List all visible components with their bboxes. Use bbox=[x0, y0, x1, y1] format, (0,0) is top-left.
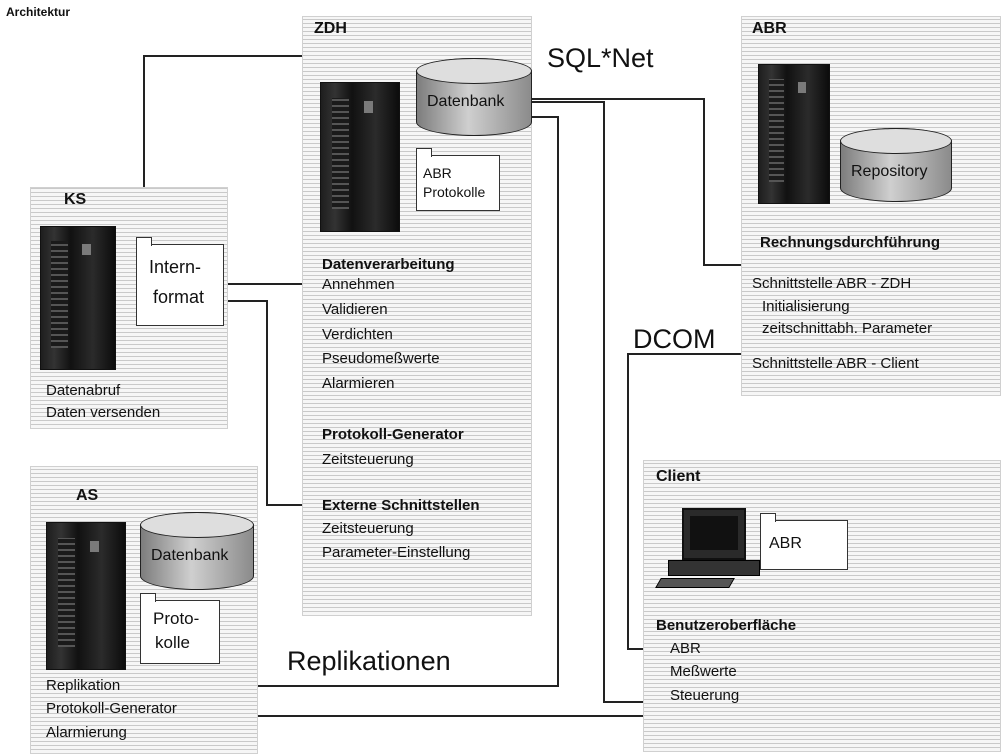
connector-ks-zdh-top-h bbox=[143, 55, 460, 57]
ks-item-1: Datenabruf bbox=[46, 382, 121, 399]
as-box-line1: Proto- bbox=[153, 609, 200, 628]
abr-section-title: Rechnungsdurchführung bbox=[760, 234, 940, 251]
abr-item-3: zeitschnittabh. Parameter bbox=[762, 320, 933, 337]
client-computer-icon bbox=[655, 508, 768, 592]
connector-ks-intern-h3 bbox=[266, 504, 302, 506]
as-item-1: Replikation bbox=[46, 677, 121, 694]
as-database-label: Datenbank bbox=[151, 547, 229, 564]
zdh-database-label: Datenbank bbox=[427, 93, 505, 110]
zdh-section-1-item-1: Annehmen bbox=[322, 276, 395, 293]
connector-ks-intern-h2 bbox=[222, 300, 268, 302]
connector-zdh-client-v bbox=[603, 101, 605, 703]
ks-item-2: Daten versenden bbox=[46, 404, 161, 421]
connector-zdh-client-h2 bbox=[603, 701, 643, 703]
connector-dcom-h2 bbox=[627, 648, 643, 650]
client-item-2: Meßwerte bbox=[670, 663, 737, 680]
zdh-database-icon: Datenbank bbox=[416, 58, 532, 136]
connector-dcom-v bbox=[627, 353, 629, 650]
connector-ks-intern-v bbox=[266, 300, 268, 505]
ks-box-line2: format bbox=[153, 287, 205, 307]
as-database-icon: Datenbank bbox=[140, 512, 254, 590]
ks-internformat-box: Intern- format bbox=[136, 237, 224, 326]
connector-zdh-as-v bbox=[557, 116, 559, 687]
connector-zdh-client-h1 bbox=[532, 101, 605, 103]
dcom-label: DCOM bbox=[633, 324, 716, 354]
client-abr-box: ABR bbox=[760, 513, 848, 570]
zdh-title: ZDH bbox=[314, 20, 347, 37]
client-item-3: Steuerung bbox=[670, 687, 740, 704]
as-item-2: Protokoll-Generator bbox=[46, 700, 177, 717]
abr-title: ABR bbox=[752, 20, 787, 37]
connector-ks-intern-h1 bbox=[222, 283, 302, 285]
sqlnet-label: SQL*Net bbox=[547, 43, 654, 73]
zdh-section-3-item-2: Parameter-Einstellung bbox=[322, 544, 471, 561]
ks-title: KS bbox=[64, 191, 87, 208]
zdh-section-2-item-1: Zeitsteuerung bbox=[322, 451, 414, 468]
connector-dcom-h1 bbox=[627, 353, 741, 355]
zdh-section-1-title: Datenverarbeitung bbox=[322, 256, 455, 273]
zdh-section-1-item-3: Verdichten bbox=[322, 326, 393, 343]
connector-zdh-abr-h1 bbox=[532, 98, 704, 100]
connector-zdh-abr-v bbox=[703, 98, 705, 266]
client-panel bbox=[643, 460, 1001, 752]
abr-item-4: Schnittstelle ABR - Client bbox=[752, 355, 919, 372]
as-title: AS bbox=[76, 487, 99, 504]
zdh-server-icon bbox=[320, 82, 400, 232]
as-item-3: Alarmierung bbox=[46, 724, 127, 741]
abr-server-icon bbox=[758, 64, 830, 204]
as-server-icon bbox=[46, 522, 126, 670]
zdh-box-line1: ABR bbox=[423, 165, 452, 181]
abr-item-2: Initialisierung bbox=[762, 298, 850, 315]
connector-zdh-as-h1 bbox=[532, 116, 559, 118]
ks-box-line1: Intern- bbox=[149, 257, 202, 277]
zdh-section-3-item-1: Zeitsteuerung bbox=[322, 520, 414, 537]
replikationen-label: Replikationen bbox=[287, 646, 451, 676]
zdh-section-3-title: Externe Schnittstellen bbox=[322, 497, 480, 514]
abr-repository-label: Repository bbox=[851, 163, 928, 180]
page-heading: Architektur bbox=[6, 5, 71, 19]
client-box-label: ABR bbox=[769, 535, 802, 552]
client-title: Client bbox=[656, 468, 701, 485]
client-item-1: ABR bbox=[670, 640, 701, 657]
abr-item-1: Schnittstelle ABR - ZDH bbox=[752, 275, 912, 292]
zdh-section-1-item-4: Pseudomeßwerte bbox=[322, 350, 440, 367]
abr-repository-icon: Repository bbox=[840, 128, 952, 202]
client-section-title: Benutzeroberfläche bbox=[656, 617, 797, 634]
as-box-line2: kolle bbox=[155, 633, 190, 652]
as-protokolle-box: Proto- kolle bbox=[140, 593, 220, 664]
zdh-section-2-title: Protokoll-Generator bbox=[322, 426, 464, 443]
zdh-section-1-item-5: Alarmieren bbox=[322, 375, 395, 392]
connector-as-client-h bbox=[258, 715, 643, 717]
ks-server-icon bbox=[40, 226, 116, 370]
connector-zdh-abr-h2 bbox=[703, 264, 741, 266]
connector-ks-zdh-top-v bbox=[143, 55, 145, 187]
zdh-section-1-item-2: Validieren bbox=[322, 301, 388, 318]
zdh-protokolle-box: ABR Protokolle bbox=[416, 148, 500, 211]
zdh-box-line2: Protokolle bbox=[423, 184, 486, 200]
connector-zdh-as-h2 bbox=[258, 685, 559, 687]
